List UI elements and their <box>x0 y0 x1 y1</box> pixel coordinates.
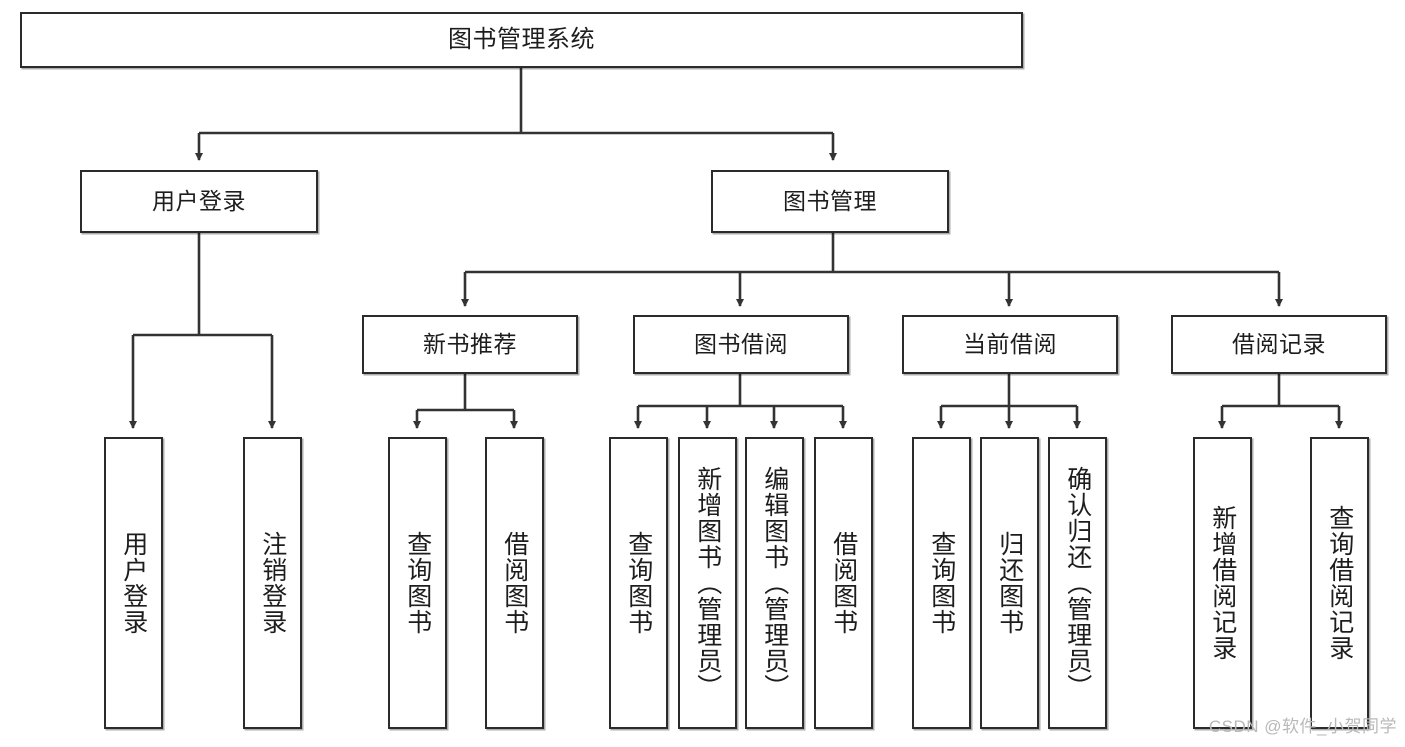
node-current-borrowing[interactable]: 当前借阅 <box>902 315 1118 374</box>
node-borrowing-record[interactable]: 借阅记录 <box>1171 315 1387 374</box>
node-label: 查询图书 <box>927 531 956 635</box>
node-label: 图书借阅 <box>694 331 788 358</box>
node-label: 确认归还（管理员） <box>1063 466 1092 700</box>
node-label: 借阅图书 <box>500 531 529 635</box>
node-label: 注销登录 <box>258 531 287 635</box>
leaf-add-book-admin[interactable]: 新增图书（管理员） <box>678 437 737 729</box>
leaf-return-book[interactable]: 归还图书 <box>980 437 1039 729</box>
node-label: 用户登录 <box>152 188 246 215</box>
node-label: 借阅记录 <box>1232 331 1326 358</box>
leaf-add-borrowing-record[interactable]: 新增借阅记录 <box>1193 437 1252 729</box>
leaf-query-borrowing-record[interactable]: 查询借阅记录 <box>1310 437 1369 729</box>
node-label: 查询借阅记录 <box>1325 505 1354 661</box>
leaf-user-login[interactable]: 用户登录 <box>104 437 163 729</box>
node-label: 查询图书 <box>403 531 432 635</box>
leaf-confirm-return-admin[interactable]: 确认归还（管理员） <box>1048 437 1107 729</box>
node-label: 用户登录 <box>119 531 148 635</box>
node-book-management[interactable]: 图书管理 <box>711 170 949 233</box>
node-root-book-management-system[interactable]: 图书管理系统 <box>20 12 1023 68</box>
node-label: 查询图书 <box>624 531 653 635</box>
node-new-book-recommendation[interactable]: 新书推荐 <box>362 315 578 374</box>
node-label: 图书管理系统 <box>448 26 595 54</box>
node-label: 图书管理 <box>783 188 877 215</box>
leaf-edit-book-admin[interactable]: 编辑图书（管理员） <box>745 437 804 729</box>
leaf-borrow-book-new-book-rec[interactable]: 借阅图书 <box>485 437 544 729</box>
node-user-login[interactable]: 用户登录 <box>80 170 318 233</box>
node-label: 编辑图书（管理员） <box>760 466 789 700</box>
node-label: 借阅图书 <box>829 531 858 635</box>
leaf-query-book-new-book-rec[interactable]: 查询图书 <box>388 437 447 729</box>
leaf-query-book-current-borrow[interactable]: 查询图书 <box>912 437 971 729</box>
node-label: 新增图书（管理员） <box>693 466 722 700</box>
node-label: 当前借阅 <box>963 331 1057 358</box>
csdn-watermark: CSDN @软件_小贺同学 <box>1208 717 1397 736</box>
leaf-query-book-borrowing[interactable]: 查询图书 <box>609 437 668 729</box>
leaf-logout-login[interactable]: 注销登录 <box>243 437 302 729</box>
node-label: 归还图书 <box>995 531 1024 635</box>
node-book-borrowing[interactable]: 图书借阅 <box>633 315 849 374</box>
node-label: 新增借阅记录 <box>1208 505 1237 661</box>
leaf-borrow-book-borrowing[interactable]: 借阅图书 <box>814 437 873 729</box>
node-label: 新书推荐 <box>423 331 517 358</box>
